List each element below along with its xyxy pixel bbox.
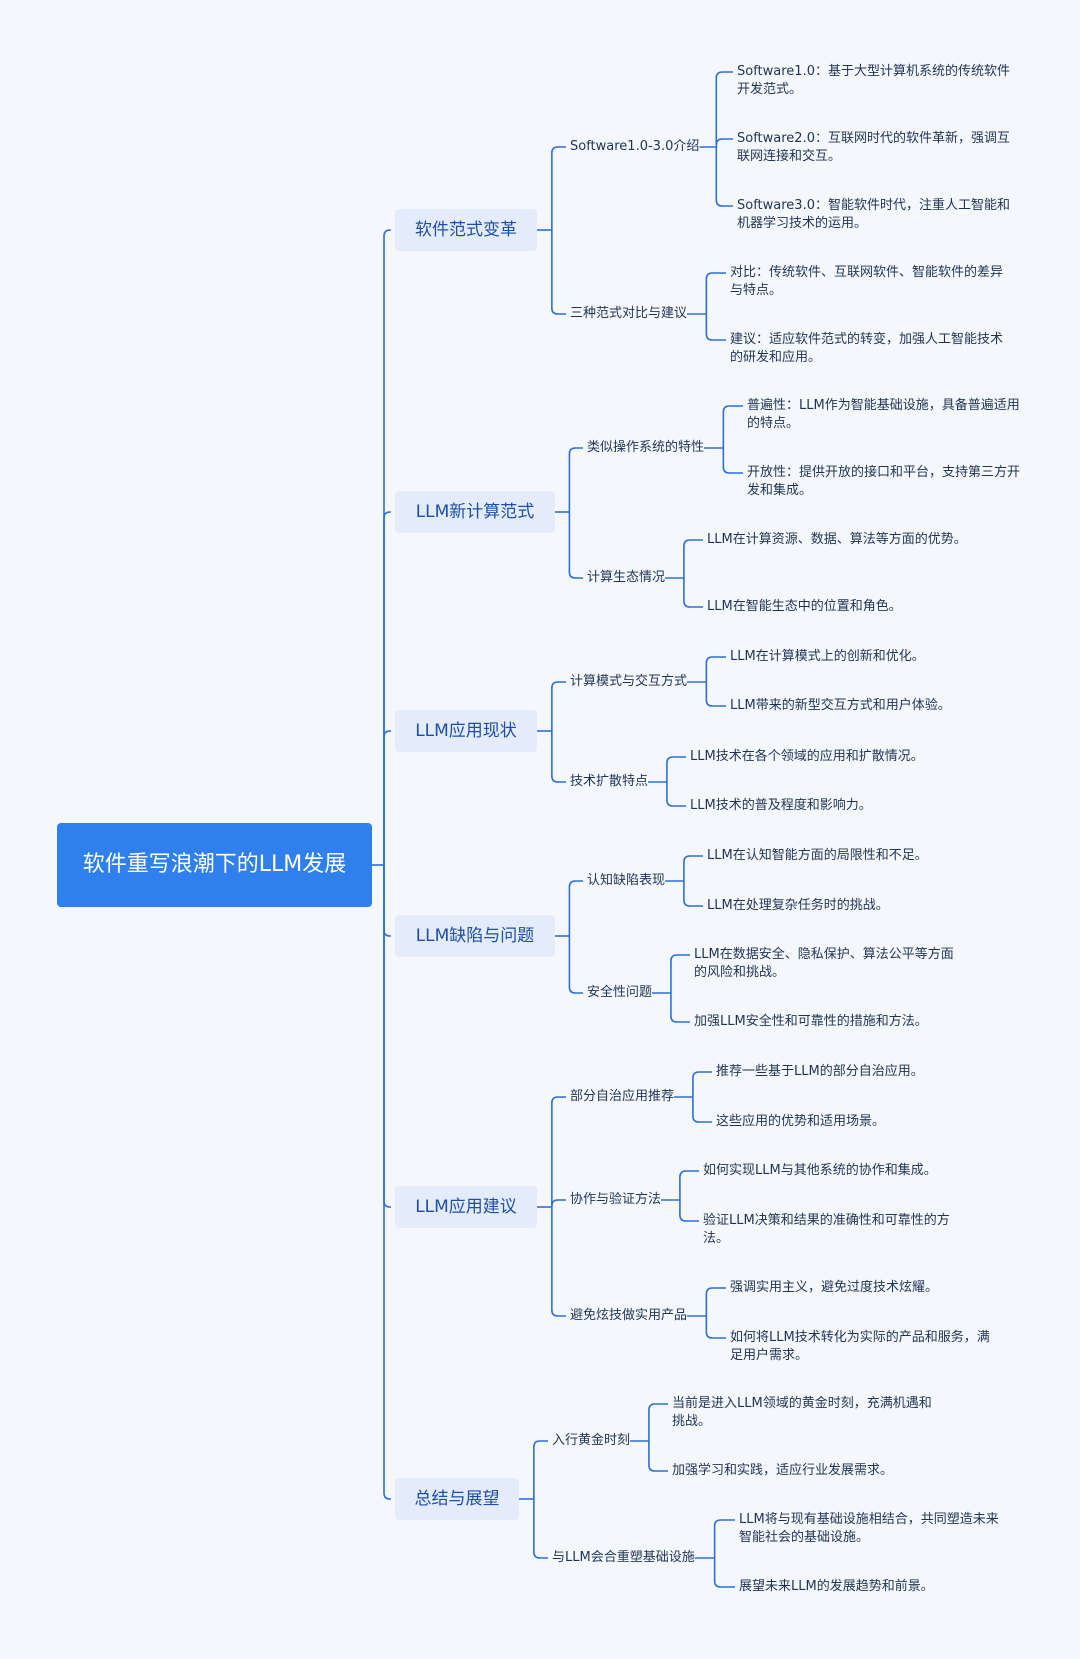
root-node[interactable]: 软件重写浪潮下的LLM发展 xyxy=(57,823,372,907)
topic-node[interactable]: 认知缺陷表现 xyxy=(587,873,666,888)
topic-node[interactable]: 协作与验证方法 xyxy=(570,1192,662,1207)
connector-line xyxy=(705,656,726,682)
connector-line xyxy=(705,1316,726,1339)
leaf-node[interactable]: 普遍性：LLM作为智能基础设施，具备普遍适用的特点。 xyxy=(747,398,1020,431)
connector-line xyxy=(683,855,703,881)
leaf-node[interactable]: 建议：适应软件范式的转变，加强人工智能技术的研发和应用。 xyxy=(730,332,1004,365)
connector-line xyxy=(715,147,733,207)
connector-line xyxy=(551,681,566,731)
topic-node[interactable]: 计算模式与交互方式 xyxy=(570,674,688,689)
connector-line xyxy=(705,272,726,314)
connector-line xyxy=(568,447,583,512)
connector-line xyxy=(692,1097,712,1123)
leaf-node[interactable]: LLM在计算资源、数据、算法等方面的优势。 xyxy=(707,532,967,547)
connector-line xyxy=(648,1403,668,1441)
connector-line xyxy=(683,881,703,907)
topic-node[interactable]: 避免炫技做实用产品 xyxy=(570,1308,688,1323)
connector-line xyxy=(383,865,391,1500)
connector-line xyxy=(692,1071,712,1097)
connector-line xyxy=(722,405,743,448)
connector-line xyxy=(705,1287,726,1316)
topic-node[interactable]: 三种范式对比与建议 xyxy=(570,306,688,321)
leaf-node[interactable]: LLM在计算模式上的创新和优化。 xyxy=(730,649,925,664)
connector-line xyxy=(551,1199,566,1207)
leaf-node[interactable]: LLM在处理复杂任务时的挑战。 xyxy=(707,898,889,913)
connector-line xyxy=(551,146,566,230)
connector-line xyxy=(551,731,566,783)
topic-node[interactable]: 计算生态情况 xyxy=(587,570,666,585)
connector-line xyxy=(683,578,703,608)
leaf-node[interactable]: 加强学习和实践，适应行业发展需求。 xyxy=(672,1463,894,1478)
leaf-node[interactable]: 推荐一些基于LLM的部分自治应用。 xyxy=(716,1064,924,1079)
topic-node[interactable]: 安全性问题 xyxy=(587,985,653,1000)
leaf-node[interactable]: LLM将与现有基础设施相结合，共同塑造未来智能社会的基础设施。 xyxy=(739,1512,999,1545)
branch-node[interactable]: 软件范式变革 xyxy=(395,209,537,251)
connector-line xyxy=(383,865,391,937)
leaf-node[interactable]: LLM在智能生态中的位置和角色。 xyxy=(707,599,902,614)
leaf-node[interactable]: 验证LLM决策和结果的准确性和可靠性的方法。 xyxy=(703,1213,950,1246)
connector-line xyxy=(715,71,733,147)
branch-node[interactable]: LLM新计算范式 xyxy=(395,491,555,533)
connector-line xyxy=(683,539,703,578)
connector-line xyxy=(715,138,733,147)
connector-line xyxy=(568,880,583,936)
leaf-node[interactable]: Software3.0：智能软件时代，注重人工智能和机器学习技术的运用。 xyxy=(737,198,1010,231)
connector-line xyxy=(666,756,686,782)
connector-line xyxy=(568,512,583,579)
connector-line xyxy=(713,1519,735,1558)
connector-line xyxy=(568,936,583,994)
connector-line xyxy=(648,1441,668,1472)
leaf-node[interactable]: 如何实现LLM与其他系统的协作和集成。 xyxy=(703,1163,937,1178)
leaf-node[interactable]: Software1.0：基于大型计算机系统的传统软件开发范式。 xyxy=(737,64,1010,97)
connector-line xyxy=(551,1096,566,1207)
leaf-node[interactable]: LLM在认知智能方面的局限性和不足。 xyxy=(707,848,928,863)
topic-node[interactable]: 技术扩散特点 xyxy=(570,774,649,789)
connector-line xyxy=(679,1200,699,1222)
leaf-node[interactable]: LLM在数据安全、隐私保护、算法公平等方面的风险和挑战。 xyxy=(694,947,954,980)
branch-node[interactable]: LLM应用建议 xyxy=(395,1186,537,1228)
leaf-node[interactable]: Software2.0：互联网时代的软件革新，强调互联网连接和交互。 xyxy=(737,131,1010,164)
connector-line xyxy=(383,730,391,865)
connector-line xyxy=(533,1440,548,1499)
leaf-node[interactable]: LLM技术在各个领域的应用和扩散情况。 xyxy=(690,749,924,764)
leaf-node[interactable]: 对比：传统软件、互联网软件、智能软件的差异与特点。 xyxy=(730,265,1004,298)
connector-line xyxy=(383,865,391,1208)
topic-node[interactable]: 类似操作系统的特性 xyxy=(587,440,705,455)
connector-line xyxy=(551,1207,566,1317)
connector-line xyxy=(722,448,743,474)
leaf-node[interactable]: 强调实用主义，避免过度技术炫耀。 xyxy=(730,1280,939,1295)
leaf-node[interactable]: 这些应用的优势和适用场景。 xyxy=(716,1114,886,1129)
branch-node[interactable]: LLM应用现状 xyxy=(395,710,537,752)
connector-line xyxy=(666,782,686,807)
leaf-node[interactable]: 开放性：提供开放的接口和平台，支持第三方开发和集成。 xyxy=(747,465,1021,498)
leaf-node[interactable]: LLM技术的普及程度和影响力。 xyxy=(690,798,872,813)
topic-node[interactable]: 部分自治应用推荐 xyxy=(570,1089,675,1104)
connector-line xyxy=(713,1558,735,1588)
leaf-node[interactable]: LLM带来的新型交互方式和用户体验。 xyxy=(730,698,951,713)
connector-line xyxy=(551,230,566,315)
connector-line xyxy=(533,1499,548,1559)
connector-line xyxy=(705,314,726,341)
leaf-node[interactable]: 展望未来LLM的发展趋势和前景。 xyxy=(739,1579,934,1594)
connector-line xyxy=(383,229,391,865)
topic-node[interactable]: 与LLM会合重塑基础设施 xyxy=(552,1550,695,1565)
leaf-node[interactable]: 当前是进入LLM领域的黄金时刻，充满机遇和挑战。 xyxy=(672,1396,932,1429)
leaf-node[interactable]: 如何将LLM技术转化为实际的产品和服务，满足用户需求。 xyxy=(730,1330,990,1363)
topic-node[interactable]: Software1.0-3.0介绍 xyxy=(570,139,700,154)
branch-node[interactable]: 总结与展望 xyxy=(395,1478,519,1520)
branch-node[interactable]: LLM缺陷与问题 xyxy=(395,915,555,957)
connector-line xyxy=(705,682,726,707)
connector-line xyxy=(679,1170,699,1200)
connector-line xyxy=(383,511,391,865)
connector-line xyxy=(670,993,690,1023)
topic-node[interactable]: 入行黄金时刻 xyxy=(552,1433,631,1448)
leaf-node[interactable]: 加强LLM安全性和可靠性的措施和方法。 xyxy=(694,1014,928,1029)
connector-line xyxy=(670,954,690,993)
